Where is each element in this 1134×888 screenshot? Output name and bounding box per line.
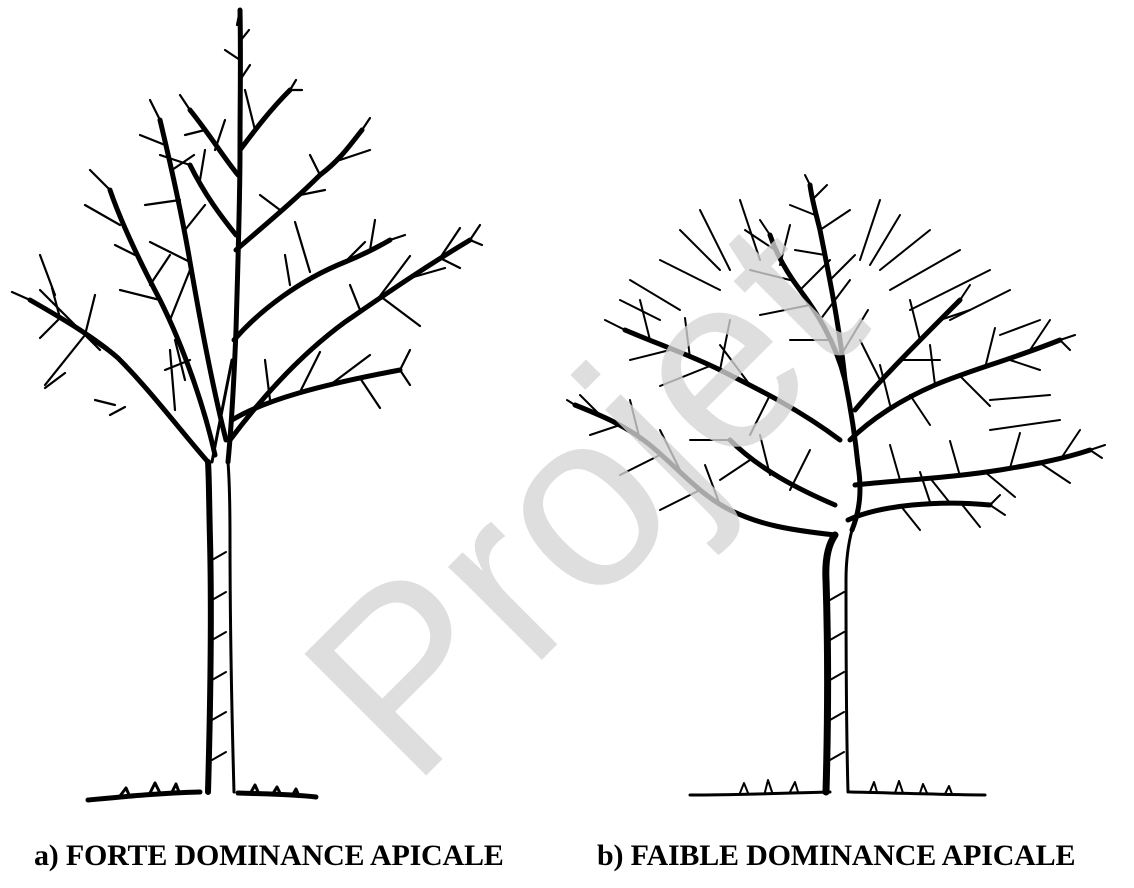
tree-a-illustration bbox=[12, 10, 482, 800]
tree-b-trunk bbox=[826, 530, 852, 792]
tree-a-ground bbox=[88, 783, 316, 800]
tree-a-trunk bbox=[208, 10, 240, 792]
tree-b-ground bbox=[690, 780, 985, 795]
tree-b-illustration bbox=[567, 175, 1105, 795]
tree-a-branches bbox=[30, 90, 470, 462]
tree-a-twigs bbox=[12, 10, 482, 415]
caption-a: a) FORTE DOMINANCE APICALE bbox=[34, 838, 504, 874]
caption-b: b) FAIBLE DOMINANCE APICALE bbox=[597, 838, 1075, 874]
